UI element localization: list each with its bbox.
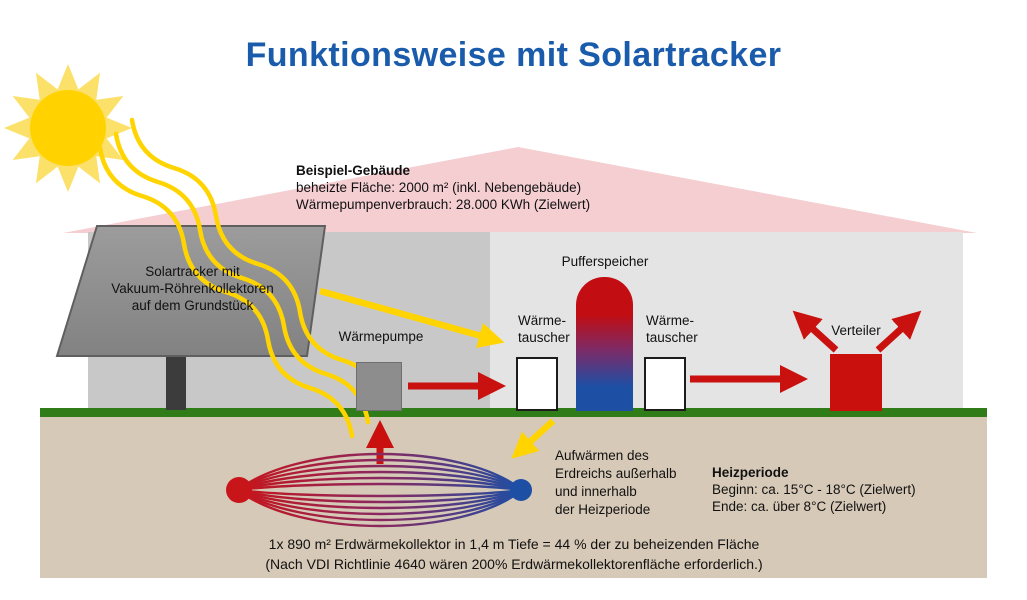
collector-footnote-line1: 1x 890 m² Erdwärmekollektor in 1,4 m Tie… — [268, 536, 760, 552]
solartracker-panel — [55, 225, 327, 357]
waermetauscher-left-label: Wärme- tauscher — [518, 313, 570, 345]
waermetauscher-right-label: Wärme- tauscher — [646, 313, 698, 345]
collector-footnote-line2: (Nach VDI Richtlinie 4640 wären 200% Erd… — [265, 556, 763, 572]
solartracker-post — [166, 356, 186, 410]
arrow-tracker-to-tauscher — [319, 287, 505, 349]
arrow-verteiler-out-right — [875, 310, 922, 353]
building-line2: Wärmepumpenverbrauch: 28.000 KWh (Zielwe… — [296, 197, 591, 212]
pufferspeicher-column — [576, 277, 633, 411]
collector-hot-end — [226, 477, 252, 503]
verteiler-label: Verteiler — [831, 323, 881, 338]
collector-cold-end — [510, 479, 532, 501]
arrow-to-earth-collector — [511, 418, 556, 459]
waermepumpe-box — [356, 362, 402, 411]
pufferspeicher-label: Pufferspeicher — [561, 254, 649, 269]
arrow-verteiler-out-left — [792, 310, 839, 353]
waermepumpe-label: Wärmepumpe — [338, 329, 424, 344]
sun-core — [30, 90, 106, 166]
solartracker-label: Solartracker mit Vakuum-Röhrenkollektore… — [111, 264, 274, 313]
heizperiode-line1: Beginn: ca. 15°C - 18°C (Zielwert) — [712, 482, 916, 497]
heizperiode-line2: Ende: ca. über 8°C (Zielwert) — [712, 499, 887, 514]
page-title: Funktionsweise mit Solartracker — [245, 36, 782, 74]
heizperiode-block: Heizperiode Beginn: ca. 15°C - 18°C (Zie… — [712, 464, 916, 515]
aufwaermen-note: Aufwärmen des Erdreichs außerhalb und in… — [555, 448, 677, 517]
waermetauscher-left-box — [516, 357, 558, 411]
solar-radiation-waves-icon — [97, 120, 384, 439]
sun-icon — [4, 64, 132, 192]
heizperiode-heading: Heizperiode — [712, 465, 789, 480]
building-line1: beheizte Fläche: 2000 m² (inkl. Nebengeb… — [296, 180, 582, 195]
verteiler-box — [830, 354, 882, 411]
roof-shape — [63, 147, 977, 233]
building-info-block: Beispiel-Gebäude beheizte Fläche: 2000 m… — [296, 162, 590, 213]
building-heading: Beispiel-Gebäude — [296, 163, 411, 178]
ground-strip — [40, 408, 987, 417]
waermetauscher-right-box — [644, 357, 686, 411]
earth-collector-icon — [237, 452, 523, 528]
collector-footnote: 1x 890 m² Erdwärmekollektor in 1,4 m Tie… — [94, 534, 934, 574]
